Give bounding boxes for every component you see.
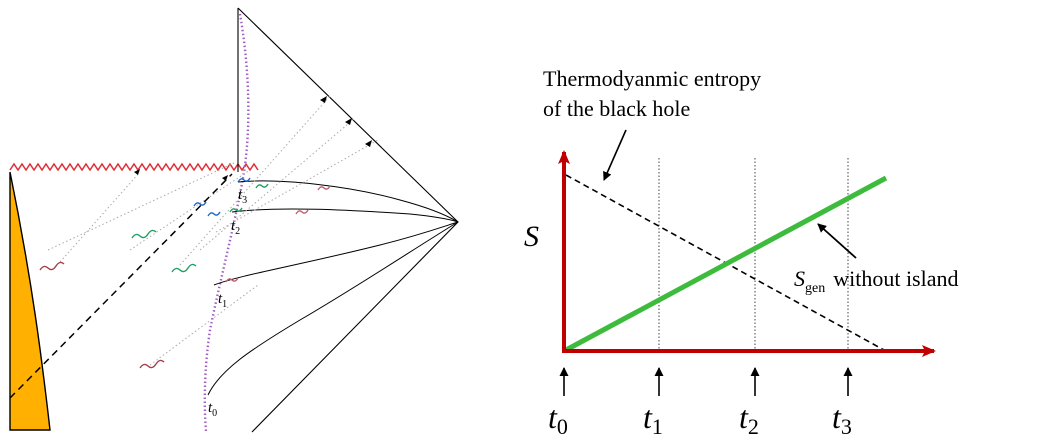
- hawking-quanta: [39, 177, 331, 369]
- y-axis-label: S: [524, 220, 539, 253]
- tick-label-t1: t1: [643, 399, 663, 434]
- annotation-line-2: of the black hole: [543, 96, 690, 121]
- tick-arrows: [559, 367, 853, 396]
- slice-label-t2: t2: [231, 218, 240, 237]
- penrose-diagram: t0 t1 t2 t3: [9, 7, 459, 433]
- cauchy-slices: [207, 180, 459, 396]
- sgen-annotation-arrow: [817, 223, 857, 259]
- tick-label-t3: t3: [832, 399, 852, 434]
- annotation-arrow: [603, 129, 627, 181]
- time-guides: [658, 158, 849, 350]
- annotation-line-1: Thermodyanmic entropy: [543, 66, 761, 91]
- entropy-plot: Thermodyanmic entropy of the black hole …: [524, 66, 959, 434]
- event-horizon-dashed: [9, 173, 233, 399]
- radiation-rays: [47, 95, 379, 366]
- ray-arrowheads: [134, 96, 372, 181]
- slice-label-t0: t0: [208, 400, 217, 419]
- sgen-line: [564, 175, 888, 353]
- trajectory-curve: [203, 13, 250, 433]
- slice-label-t3: t3: [238, 187, 247, 206]
- slice-label-t1: t1: [218, 291, 227, 310]
- tick-label-t2: t2: [739, 399, 759, 434]
- collapsing-star: [9, 171, 51, 431]
- tick-label-t0: t0: [548, 399, 568, 434]
- singularity-zigzag: [9, 162, 259, 172]
- boundary-diamond: [237, 7, 459, 433]
